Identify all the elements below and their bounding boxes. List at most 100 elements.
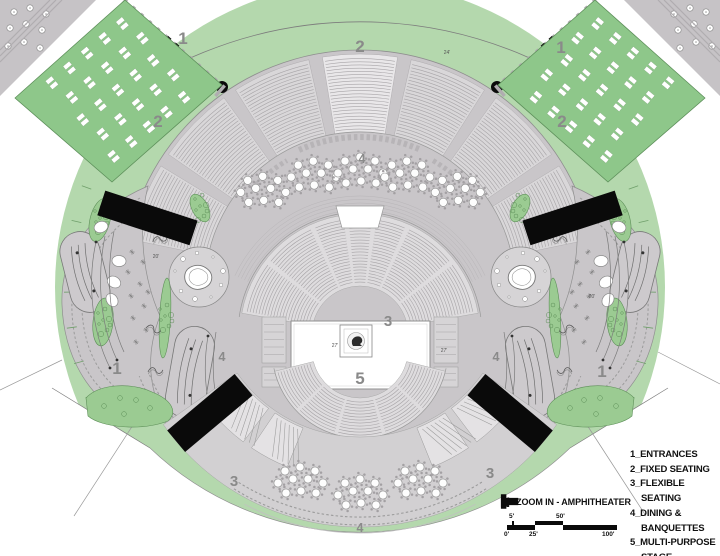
terrace-table bbox=[69, 95, 79, 105]
band-tick bbox=[636, 360, 647, 364]
zone-label-fixed-left: 2 bbox=[153, 112, 162, 131]
black-aisle-wedge bbox=[522, 190, 623, 246]
terrace-table bbox=[117, 117, 128, 127]
terrace-table bbox=[627, 75, 638, 85]
stair-arc bbox=[148, 372, 227, 472]
terrace-table bbox=[100, 60, 110, 70]
pebble bbox=[180, 256, 186, 262]
path-squiggle bbox=[145, 324, 162, 336]
zone-label-entrance-tl: 1 bbox=[178, 29, 187, 48]
lounge-banquette bbox=[505, 325, 555, 419]
stair-arc bbox=[237, 481, 483, 518]
band-tick bbox=[81, 185, 92, 190]
terrace-table bbox=[590, 21, 601, 31]
bottom-ring bbox=[163, 372, 557, 534]
dimension-mark: 24' bbox=[444, 50, 451, 56]
terrace-table bbox=[104, 65, 115, 75]
terrace-table bbox=[148, 82, 159, 92]
scale-tick-label: 50' bbox=[556, 513, 565, 520]
vegetation-patch bbox=[509, 193, 531, 223]
terrace-tables bbox=[529, 16, 675, 164]
vegetation bbox=[85, 192, 211, 428]
terrace-table bbox=[142, 119, 152, 129]
terrace-table bbox=[533, 90, 543, 100]
pebble bbox=[543, 269, 547, 273]
terrace-table bbox=[626, 51, 636, 61]
terrace-table bbox=[544, 67, 554, 78]
lounge-banquette bbox=[59, 231, 111, 313]
black-aisle-wedge bbox=[97, 190, 198, 246]
terrace-table bbox=[131, 97, 141, 107]
terrace-table bbox=[568, 119, 578, 129]
scale-tick-label: 5' bbox=[509, 513, 515, 520]
rock bbox=[111, 255, 127, 267]
pebble bbox=[505, 255, 509, 259]
zone-label-fixed-top: 2 bbox=[355, 37, 364, 56]
terrace-table bbox=[97, 31, 108, 41]
terrace-table bbox=[80, 117, 90, 127]
terrace-table bbox=[665, 75, 675, 85]
pebble bbox=[494, 268, 500, 274]
terrace-table bbox=[97, 102, 108, 112]
rock bbox=[105, 293, 119, 307]
terrace-table bbox=[170, 72, 181, 82]
pebble bbox=[209, 295, 213, 299]
stair-arc bbox=[233, 488, 487, 526]
terrace-table bbox=[146, 53, 156, 63]
terrace-table bbox=[596, 112, 607, 122]
zone-label-entrance-br: 1 bbox=[597, 362, 606, 381]
terrace-table bbox=[546, 109, 557, 120]
scale-segment bbox=[507, 525, 535, 530]
terrace-table bbox=[181, 95, 191, 105]
terrace-table bbox=[616, 97, 627, 107]
legend-item-entrances: 1_ENTRANCES bbox=[630, 449, 698, 460]
zone-label-stage: 5 bbox=[355, 369, 364, 388]
booth-row bbox=[297, 134, 423, 153]
pebble bbox=[211, 255, 215, 259]
terrace-table bbox=[115, 87, 125, 98]
band-tick bbox=[638, 220, 649, 224]
north-arrow-icon bbox=[500, 494, 519, 509]
terrace-table bbox=[163, 109, 174, 120]
terrace-table bbox=[115, 16, 126, 26]
terrace-table bbox=[595, 87, 605, 98]
terrace-table bbox=[150, 58, 161, 68]
terrace-table bbox=[139, 36, 150, 46]
scale-tick-label: 100' bbox=[602, 531, 615, 538]
pebble bbox=[536, 288, 542, 294]
terrace-table bbox=[45, 75, 55, 85]
terrace-table bbox=[610, 60, 620, 70]
scale-tick-label: 0' bbox=[504, 531, 510, 538]
terrace-table bbox=[66, 65, 77, 76]
scale-bar: 5' 50' 0' 25' 100' bbox=[500, 513, 640, 543]
terrace-table bbox=[113, 112, 124, 122]
pebble bbox=[507, 295, 511, 299]
scale-segment bbox=[563, 525, 617, 530]
piano-icon bbox=[351, 336, 363, 346]
pebble bbox=[496, 282, 502, 288]
pond-pod bbox=[490, 246, 552, 308]
terrace-table bbox=[647, 60, 658, 71]
terrace-table bbox=[128, 139, 139, 149]
terrace-tables bbox=[45, 16, 191, 164]
terrace-table bbox=[529, 95, 539, 105]
terrace-table bbox=[581, 139, 592, 149]
terrace-table bbox=[575, 102, 585, 112]
black-aisle-wedge bbox=[167, 374, 253, 452]
legend-item-stage: 5_MULTI-PURPOSE STAGE bbox=[630, 537, 716, 556]
scale-segment bbox=[535, 520, 563, 525]
terrace-table bbox=[93, 97, 104, 107]
black-aisle-wedges bbox=[97, 190, 623, 452]
tech-booth bbox=[335, 205, 385, 229]
rock bbox=[611, 220, 627, 234]
terrace-table bbox=[117, 45, 128, 56]
terrace-table bbox=[159, 104, 170, 115]
terrace-table bbox=[561, 82, 572, 92]
terrace-table bbox=[146, 124, 156, 134]
terrace-table bbox=[95, 127, 106, 137]
terrace-table bbox=[592, 45, 603, 56]
terrace-table bbox=[100, 132, 110, 142]
terrace-table bbox=[634, 112, 645, 122]
zone-label-flexible-bl: 3 bbox=[230, 473, 238, 490]
